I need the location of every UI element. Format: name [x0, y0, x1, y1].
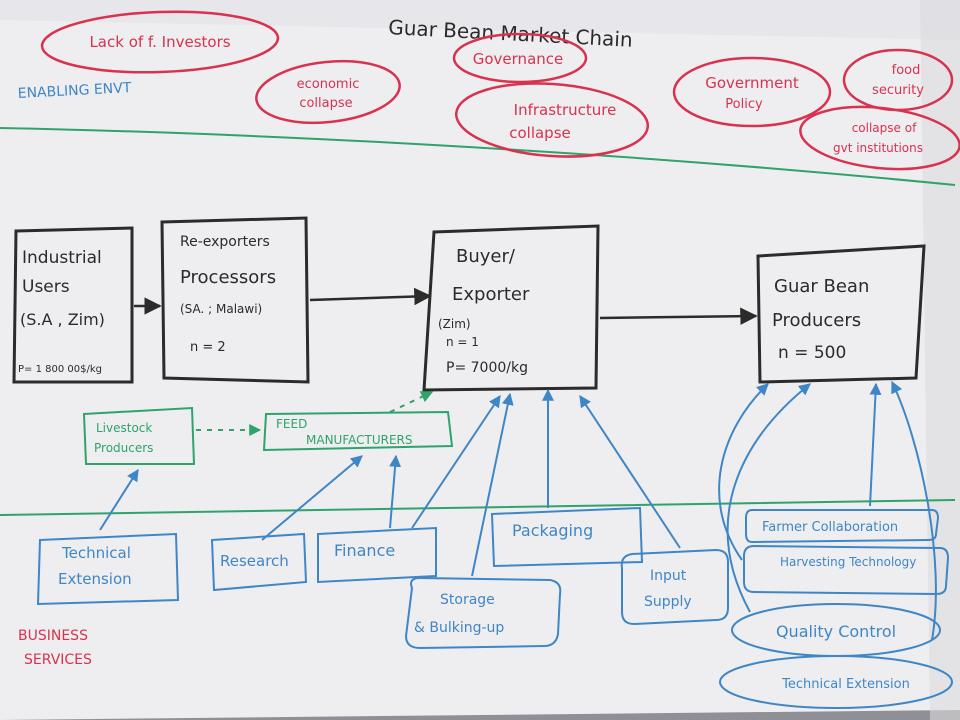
service-research: Research	[210, 532, 308, 592]
svg-text:Supply: Supply	[644, 594, 692, 610]
enabling-factor-government-policy: Government Policy	[672, 56, 832, 128]
enabling-factor-infrastructure-collapse: Infrastructure collapse	[454, 82, 650, 158]
svg-text:Producers: Producers	[772, 310, 861, 331]
enabling-factor-lack-of-investors: Lack of f. Investors	[40, 10, 280, 74]
svg-text:Storage: Storage	[440, 592, 495, 608]
enabling-divider-line	[0, 127, 956, 186]
svg-text:Processors: Processors	[180, 267, 276, 288]
business-services-label-2: SERVICES	[24, 652, 92, 668]
svg-text:security: security	[872, 83, 924, 98]
svg-text:collapse: collapse	[509, 124, 571, 142]
svg-text:Farmer Collaboration: Farmer Collaboration	[762, 520, 898, 535]
service-storage-bulking: Storage & Bulking-up	[404, 576, 562, 650]
service-technical-extension-producers: Technical Extension	[719, 655, 953, 709]
svg-text:Exporter: Exporter	[452, 284, 530, 305]
svg-text:Infrastructure: Infrastructure	[514, 101, 617, 119]
actor-processors: Re-exporters Processors (SA. ; Malawi) n…	[160, 216, 310, 384]
actor-industrial-users: Industrial Users (S.A , Zim) P= 1 800 00…	[12, 226, 134, 384]
svg-text:Governance: Governance	[473, 50, 564, 68]
svg-text:(Zim): (Zim)	[438, 317, 471, 331]
svg-text:collapse: collapse	[299, 96, 352, 111]
enabling-environment-label: ENABLING ENVT	[17, 80, 132, 102]
actor-guar-bean-producers: Guar Bean Producers n = 500	[756, 244, 926, 384]
enabling-factor-governance: Governance	[452, 32, 588, 84]
svg-text:Users: Users	[22, 277, 70, 297]
business-services-label-1: BUSINESS	[18, 628, 88, 644]
service-arrows	[99, 380, 937, 641]
svg-text:FEED: FEED	[276, 417, 307, 431]
svg-text:Buyer/: Buyer/	[456, 246, 516, 267]
actor-buyer-exporter: Buyer/ Exporter (Zim) n = 1 P= 7000/kg	[422, 224, 600, 392]
svg-text:Research: Research	[220, 552, 289, 570]
feed-manufacturers-box: FEED MANUFACTURERS	[262, 410, 454, 452]
svg-text:Guar Bean: Guar Bean	[774, 276, 869, 297]
svg-text:Technical: Technical	[61, 544, 131, 562]
svg-text:P= 1 800 00$/kg: P= 1 800 00$/kg	[18, 364, 102, 375]
arrow-exporter-to-producers	[599, 307, 758, 325]
svg-text:(S.A , Zim): (S.A , Zim)	[20, 310, 105, 329]
service-farmer-collaboration: Farmer Collaboration	[745, 509, 940, 544]
svg-text:collapse of: collapse of	[852, 121, 917, 135]
svg-text:Policy: Policy	[725, 97, 763, 112]
livestock-producers-box: Livestock Producers	[82, 406, 196, 465]
svg-text:Extension: Extension	[58, 570, 132, 588]
svg-text:(SA. ; Malawi): (SA. ; Malawi)	[180, 302, 262, 316]
arrow-exporter-to-processors	[309, 287, 432, 306]
service-input-supply: Input Supply	[620, 548, 729, 626]
enabling-factor-economic-collapse: economic collapse	[255, 59, 401, 125]
svg-text:& Bulking-up: & Bulking-up	[414, 620, 504, 636]
svg-text:Packaging: Packaging	[512, 521, 593, 540]
svg-text:n = 500: n = 500	[778, 343, 846, 363]
svg-text:MANUFACTURERS: MANUFACTURERS	[306, 433, 413, 447]
svg-text:Re-exporters: Re-exporters	[180, 234, 270, 250]
svg-text:Government: Government	[705, 74, 799, 92]
svg-text:Finance: Finance	[334, 541, 395, 560]
svg-text:food: food	[892, 63, 921, 78]
service-finance: Finance	[317, 526, 437, 584]
service-technical-extension: Technical Extension	[36, 532, 180, 606]
svg-text:economic: economic	[297, 77, 360, 92]
svg-text:Quality Control: Quality Control	[776, 622, 896, 641]
svg-text:Industrial: Industrial	[22, 248, 102, 268]
svg-text:n = 1: n = 1	[446, 335, 479, 349]
dashed-arrow-feed-to-exporter	[389, 391, 434, 413]
svg-text:Lack of f. Investors: Lack of f. Investors	[89, 33, 230, 51]
svg-text:Producers: Producers	[94, 441, 153, 455]
svg-text:Input: Input	[650, 568, 687, 584]
svg-text:Harvesting Technology: Harvesting Technology	[780, 555, 916, 569]
service-packaging: Packaging	[490, 506, 644, 568]
svg-text:gvt institutions: gvt institutions	[833, 141, 923, 155]
svg-text:P= 7000/kg: P= 7000/kg	[446, 360, 528, 376]
svg-text:Livestock: Livestock	[96, 421, 152, 435]
svg-text:n = 2: n = 2	[190, 340, 226, 355]
services-divider-line	[0, 499, 956, 516]
svg-text:Technical Extension: Technical Extension	[781, 677, 910, 692]
